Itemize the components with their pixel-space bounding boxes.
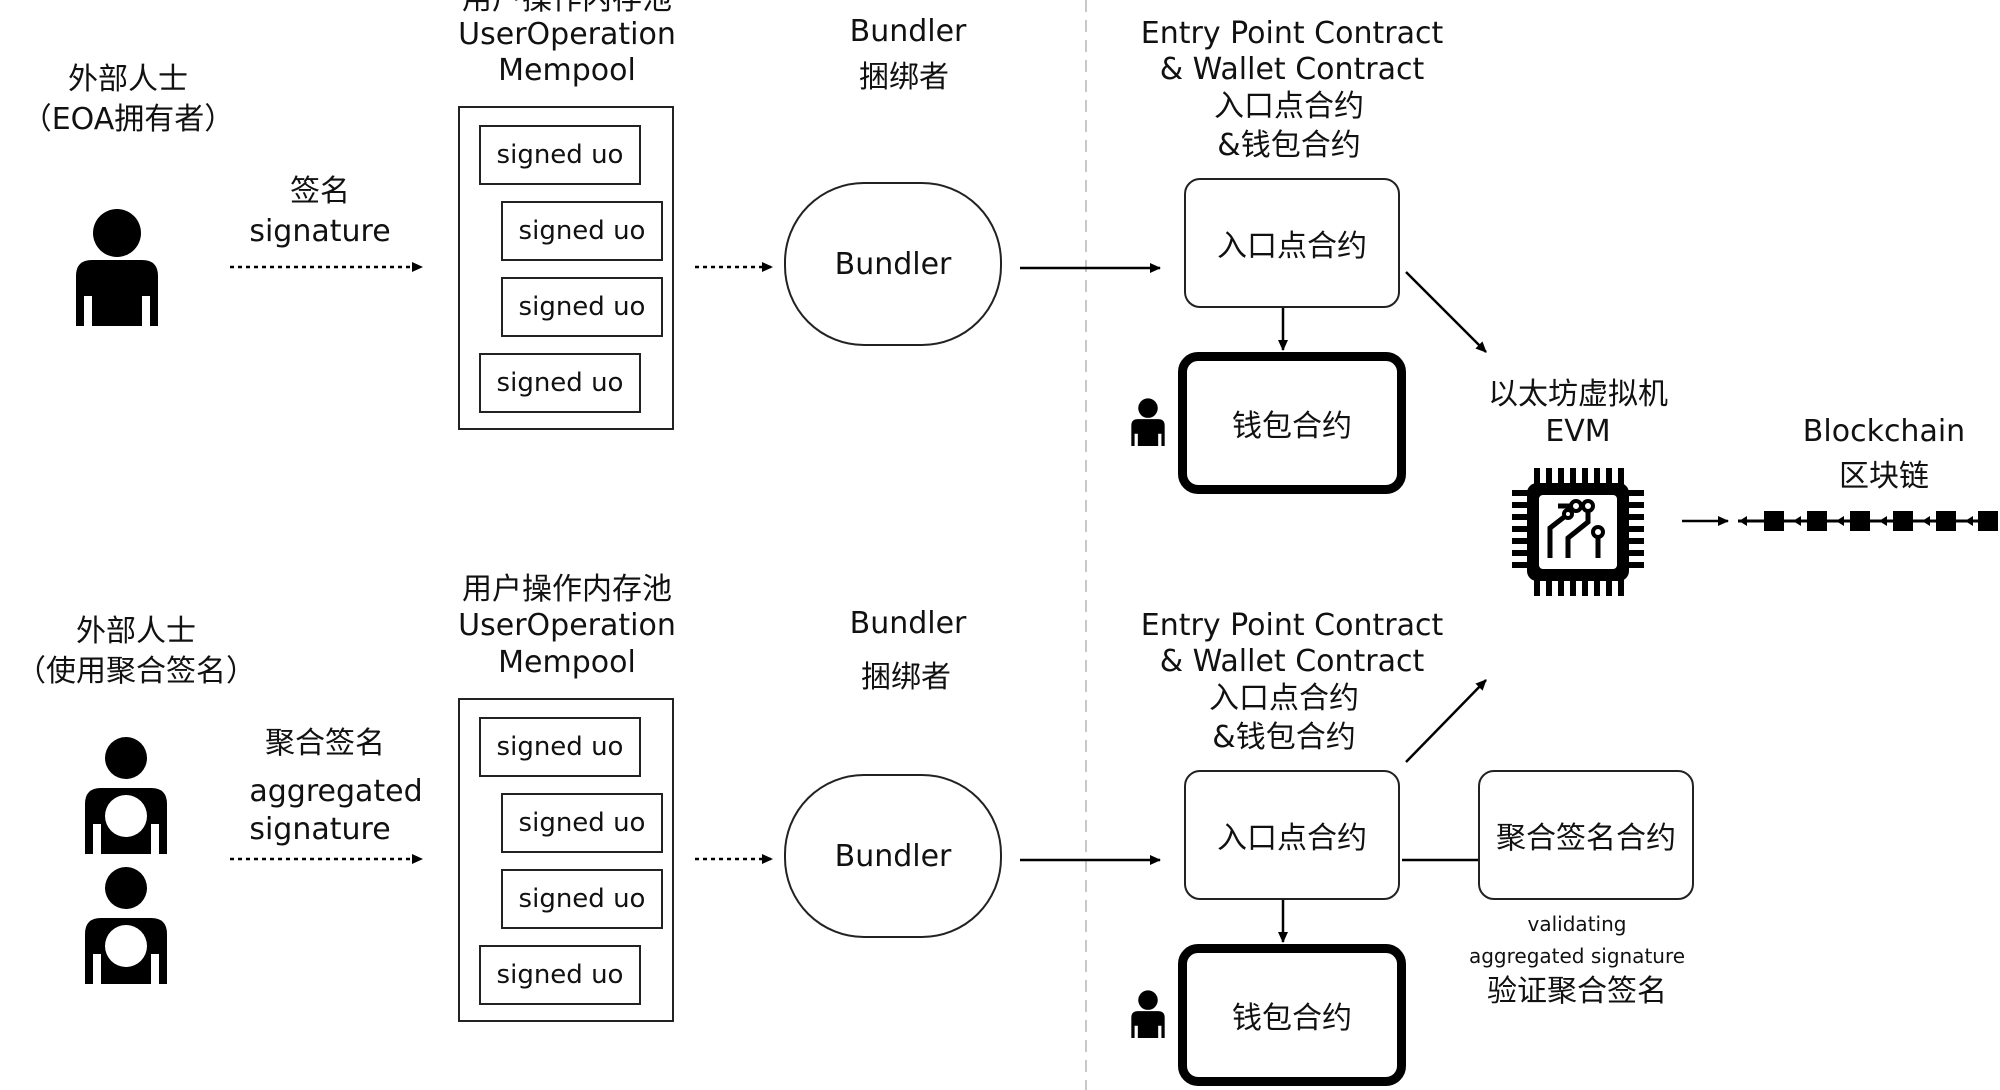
top-sign-cn: 签名 [290, 174, 350, 209]
person-icon [76, 209, 158, 326]
top-mempool-en2: Mempool [498, 53, 636, 88]
top-actor-sublabel: （EOA拥有者） [21, 102, 235, 137]
top-mempool-cn: 用户操作内存池 [462, 0, 672, 18]
bottom-sign-cn: 聚合签名 [265, 726, 385, 761]
evm-label-en: EVM [1545, 414, 1611, 449]
bottom-mempool-item: signed uo [501, 869, 663, 929]
bottom-mempool-en1: UserOperation [458, 608, 676, 643]
chip-icon [1512, 468, 1644, 596]
bottom-bundler-node: Bundler [784, 774, 1002, 938]
bottom-mempool-en2: Mempool [498, 645, 636, 680]
bottom-entry-evm-arrow [1405, 679, 1487, 763]
top-mempool-item: signed uo [501, 201, 663, 261]
aggregated-person-icon [85, 867, 167, 984]
person-icon [1131, 398, 1165, 446]
validating-en1: validating [1527, 912, 1627, 936]
bottom-mempool-item: signed uo [501, 793, 663, 853]
top-bundler-header-en: Bundler [849, 14, 967, 49]
validating-cn: 验证聚合签名 [1487, 974, 1667, 1009]
top-entry-point-box: 入口点合约 [1184, 178, 1400, 308]
blockchain-label-cn: 区块链 [1839, 459, 1929, 494]
aggregated-person-icon [85, 737, 167, 854]
top-mempool-en1: UserOperation [458, 17, 676, 52]
evm-label-cn: 以太坊虚拟机 [1488, 377, 1668, 412]
bottom-mempool-item: signed uo [479, 717, 641, 777]
aggregator-contract-box: 聚合签名合约 [1478, 770, 1694, 900]
top-bundler-header-cn: 捆绑者 [859, 60, 949, 95]
top-mempool-item: signed uo [479, 125, 641, 185]
bottom-bundler-header-en: Bundler [849, 606, 967, 641]
top-mempool-item: signed uo [501, 277, 663, 337]
bottom-sign-en2: signature [249, 812, 391, 847]
person-icon [1131, 990, 1165, 1038]
top-contract-header-en1: Entry Point Contract [1140, 16, 1444, 51]
validating-en2: aggregated signature [1468, 944, 1686, 968]
top-wallet-box: 钱包合约 [1178, 352, 1406, 494]
bottom-mempool-item: signed uo [479, 945, 641, 1005]
top-entry-evm-arrow [1405, 271, 1487, 353]
bottom-bundler-header-cn: 捆绑者 [861, 660, 951, 695]
bottom-contract-header-cn2: &钱包合约 [1212, 720, 1356, 755]
top-contract-header-cn2: &钱包合约 [1217, 128, 1361, 163]
bottom-actor-label: 外部人士 [76, 614, 196, 649]
bottom-sign-en1: aggregated [249, 774, 423, 809]
bottom-wallet-box: 钱包合约 [1178, 944, 1406, 1086]
top-contract-header-en2: & Wallet Contract [1159, 52, 1425, 87]
blockchain-chain-icon [1738, 511, 1998, 531]
top-sign-en: signature [249, 214, 391, 249]
bottom-entry-point-box: 入口点合约 [1184, 770, 1400, 900]
top-bundler-node: Bundler [784, 182, 1002, 346]
top-contract-header-cn1: 入口点合约 [1214, 89, 1364, 124]
bottom-mempool-cn: 用户操作内存池 [462, 572, 672, 607]
bottom-contract-header-en2: & Wallet Contract [1159, 644, 1425, 679]
bottom-contract-header-en1: Entry Point Contract [1140, 608, 1444, 643]
top-mempool-item: signed uo [479, 353, 641, 413]
blockchain-label-en: Blockchain [1802, 414, 1966, 449]
bottom-contract-header-cn1: 入口点合约 [1209, 681, 1359, 716]
bottom-actor-sublabel: （使用聚合签名） [16, 654, 256, 689]
top-actor-label: 外部人士 [68, 62, 188, 97]
